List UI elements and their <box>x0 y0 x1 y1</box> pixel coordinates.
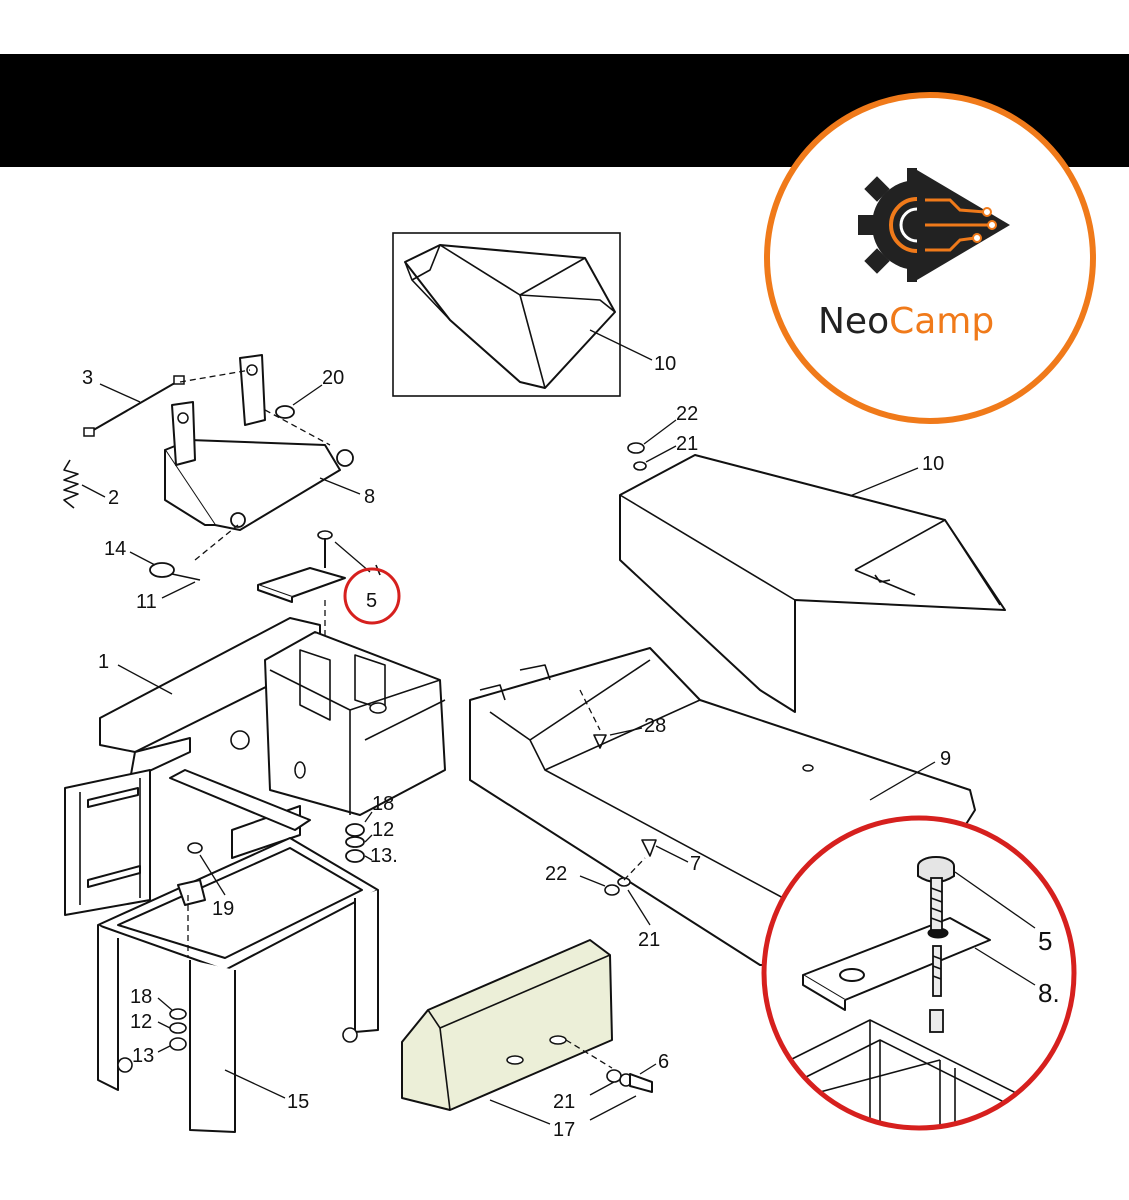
washers-lower: 18 12 13 <box>130 986 187 1067</box>
pin-clip-14-11: 14 11 <box>104 538 201 613</box>
neocamp-logo: NeoCamp <box>764 92 1096 424</box>
highlight-circle-small <box>343 567 401 625</box>
callout-12-upper: 12 <box>372 819 394 841</box>
callout-21-weight: 21 <box>553 1091 575 1113</box>
callout-17: 17 <box>553 1119 575 1141</box>
logo-text-neo: Neo <box>818 301 889 342</box>
callout-14: 14 <box>104 538 126 560</box>
logo-text: NeoCamp <box>818 301 994 342</box>
zoom-label-5: 5 <box>1038 926 1052 956</box>
callout-10-main: 10 <box>922 453 944 475</box>
callout-15: 15 <box>287 1091 309 1113</box>
highlight-circle-zoom <box>761 815 1077 1131</box>
bracket-assembly: 3 2 8 20 <box>63 354 375 561</box>
callout-9: 9 <box>940 748 951 770</box>
callout-19: 19 <box>212 898 234 920</box>
callout-12-lower: 12 <box>130 1011 152 1033</box>
callout-5: 5 <box>366 590 377 612</box>
callout-22-top: 22 <box>676 403 698 425</box>
holder-box <box>169 631 446 859</box>
callout-21-lower: 21 <box>638 929 660 951</box>
callout-1: 1 <box>98 651 109 673</box>
logo-text-camp: Camp <box>889 301 994 342</box>
callout-22-lower: 22 <box>545 863 567 885</box>
callout-28: 28 <box>644 715 666 737</box>
zoom-detail: 5 8. <box>761 815 1077 1131</box>
play-circuit-icon <box>917 170 1010 280</box>
callout-13-lower: 13 <box>132 1045 154 1067</box>
stand-15: 19 15 <box>97 837 379 1133</box>
callout-21-top: 21 <box>676 433 698 455</box>
washers-upper: 18 12 13. <box>345 793 398 867</box>
cover-10: 22 21 10 <box>619 403 1006 713</box>
callout-18-lower: 18 <box>130 986 152 1008</box>
callout-8: 8 <box>364 486 375 508</box>
callout-3: 3 <box>82 367 93 389</box>
callout-11: 11 <box>136 591 157 613</box>
callout-13-upper: 13. <box>370 845 398 867</box>
callout-18-upper: 18 <box>372 793 394 815</box>
inset-part-10: 10 <box>392 232 676 397</box>
weight-17: 6 21 17 <box>401 939 669 1141</box>
callout-6: 6 <box>658 1051 669 1073</box>
callout-7: 7 <box>690 853 701 875</box>
callout-2: 2 <box>108 487 119 509</box>
zoom-label-8: 8. <box>1038 978 1060 1008</box>
callout-20: 20 <box>322 367 344 389</box>
callout-10-inset: 10 <box>654 353 676 375</box>
plate-and-bolt-5: 5 <box>257 530 401 690</box>
frame-1: 1 <box>64 617 321 916</box>
